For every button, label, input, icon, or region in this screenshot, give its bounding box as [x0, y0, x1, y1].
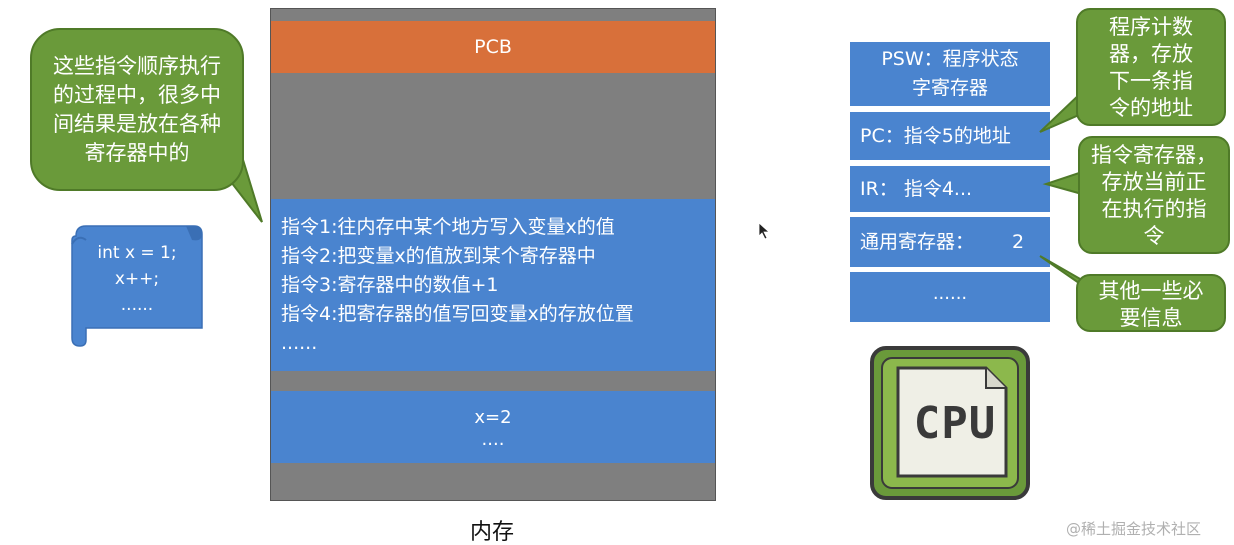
register-pc: PC：指令5的地址 — [850, 112, 1050, 160]
mouse-cursor-icon — [758, 222, 771, 240]
register-general-value: 2 — [1012, 231, 1025, 253]
cpu-chip-icon — [870, 346, 1030, 500]
data-line-x: x=2 — [474, 407, 512, 428]
watermark: @稀土掘金技术社区 — [1066, 520, 1202, 538]
instruction-line: 指令4:把寄存器的值写回变量x的存放位置 — [281, 303, 634, 325]
data-section: x=2 .... — [271, 391, 715, 463]
register-ir: IR： 指令4... — [850, 166, 1050, 212]
instruction-line: ...... — [281, 332, 318, 354]
memory-label: 内存 — [470, 520, 515, 545]
data-line-more: .... — [481, 429, 505, 450]
memory-block: PCB 指令1:往内存中某个地方写入变量x的值 指令2:把变量x的值放到某个寄存… — [270, 8, 716, 501]
register-general: 通用寄存器： 2 — [850, 217, 1050, 267]
callout-ir: 指令寄存器， 存放当前正 在执行的指 令 — [1078, 136, 1230, 254]
cpu-label: CPU — [913, 398, 997, 449]
register-psw: PSW：程序状态 字寄存器 — [850, 42, 1050, 106]
left-speech-bubble: 这些指令顺序执行 的过程中，很多中 间结果是放在各种 寄存器中的 — [30, 28, 244, 191]
code-snippet: int x = 1; x++; ...... — [97, 243, 177, 315]
callout-general: 其他一些必 要信息 — [1076, 274, 1226, 332]
instruction-line: 指令1:往内存中某个地方写入变量x的值 — [281, 216, 615, 238]
register-general-label: 通用寄存器： — [860, 231, 975, 253]
instruction-line: 指令3:寄存器中的数值+1 — [281, 274, 499, 296]
scroll-icon — [71, 225, 203, 347]
callout-ir-tail — [1042, 170, 1083, 196]
instruction-line: 指令2:把变量x的值放到某个寄存器中 — [281, 245, 596, 267]
left-bubble-text: 这些指令顺序执行 的过程中，很多中 间结果是放在各种 寄存器中的 — [53, 54, 221, 165]
callout-pc: 程序计数 器，存放 下一条指 令的地址 — [1076, 8, 1226, 126]
pcb-section: PCB — [271, 21, 715, 73]
register-more: ...... — [850, 272, 1050, 322]
instruction-section: 指令1:往内存中某个地方写入变量x的值 指令2:把变量x的值放到某个寄存器中 指… — [271, 199, 715, 371]
